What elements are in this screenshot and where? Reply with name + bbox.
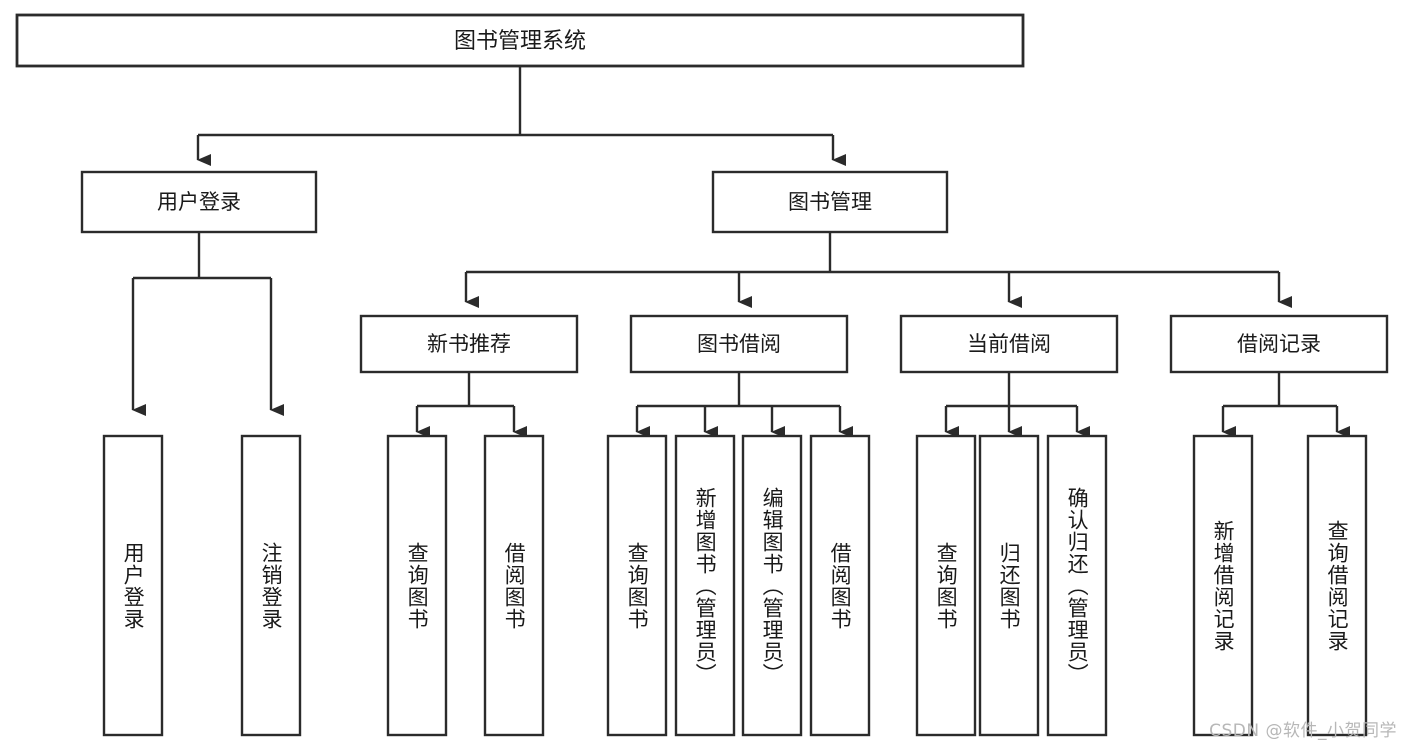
leaf-box-add-book[interactable] (674, 434, 736, 737)
new-book-recommend-box (359, 314, 579, 374)
node-borrow-record[interactable]: 借阅记录 (1169, 314, 1389, 374)
node-book-management[interactable]: 图书管理 (711, 170, 949, 234)
new-book-recommend-label: 新书推荐 (427, 332, 511, 356)
root-box (15, 13, 1025, 68)
connector-borrow-record-to-leaves (1221, 372, 1350, 438)
node-new-book-recommend[interactable]: 新书推荐 (359, 314, 579, 374)
node-user-login[interactable]: 用户登录 (80, 170, 318, 234)
node-current-borrow[interactable]: 当前借阅 (899, 314, 1119, 374)
connector-book-borrow-to-leaves (635, 372, 853, 438)
leaf-box-query-book-2[interactable] (606, 434, 668, 737)
user-login-label: 用户登录 (157, 190, 241, 214)
node-root[interactable]: 图书管理系统 (15, 13, 1025, 68)
book-management-label: 图书管理 (788, 190, 872, 214)
connector-new-book-recommend-to-leaves (415, 372, 527, 438)
leaf-box-query-book-1[interactable] (386, 434, 448, 737)
borrow-record-label: 借阅记录 (1237, 332, 1321, 356)
current-borrow-label: 当前借阅 (967, 332, 1051, 356)
connector-book-management-to-level3 (464, 232, 1292, 308)
leaf-box-return-book[interactable] (978, 434, 1040, 737)
current-borrow-box (899, 314, 1119, 374)
user-login-box (80, 170, 318, 234)
leaf-box-logout-login[interactable] (240, 434, 302, 737)
connector-root-to-level2 (196, 66, 846, 166)
leaf-box-query-record[interactable] (1306, 434, 1368, 737)
leaf-box-add-record[interactable] (1192, 434, 1254, 737)
node-book-borrow[interactable]: 图书借阅 (629, 314, 849, 374)
leaf-box-borrow-book-2[interactable] (809, 434, 871, 737)
book-borrow-label: 图书借阅 (697, 332, 781, 356)
leaf-box-user-login[interactable] (102, 434, 164, 737)
leaf-box-confirm-return[interactable] (1046, 434, 1108, 737)
leaf-box-edit-book[interactable] (741, 434, 803, 737)
root-label: 图书管理系统 (454, 29, 586, 54)
connector-current-borrow-to-leaves (944, 372, 1090, 438)
leaf-box-query-book-3[interactable] (915, 434, 977, 737)
connector-user-login-to-leaves (131, 232, 284, 416)
leaf-box-borrow-book-1[interactable] (483, 434, 545, 737)
